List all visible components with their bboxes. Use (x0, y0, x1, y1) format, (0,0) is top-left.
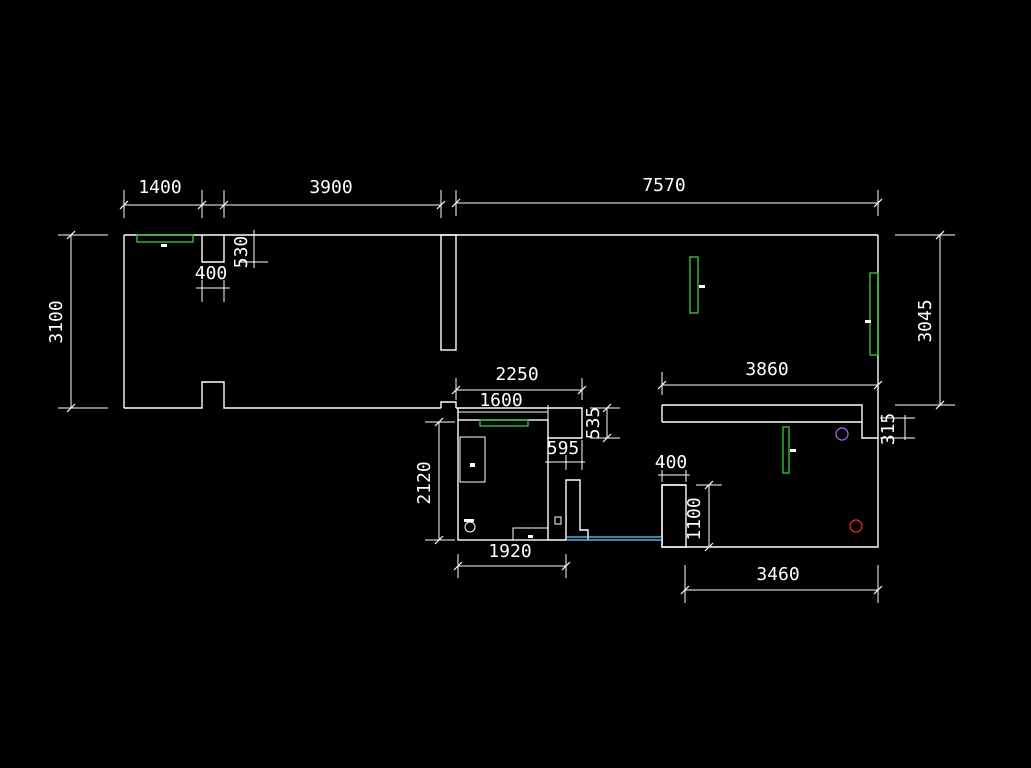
tick (935, 230, 945, 240)
wall-left-bottom (124, 381, 441, 409)
tick (873, 198, 883, 208)
tick (434, 535, 444, 545)
ac-unit-mid (689, 256, 699, 314)
tick (451, 385, 461, 395)
dim-label-1920: 1920 (488, 541, 531, 562)
ac-unit-right (869, 272, 879, 356)
dim-label-2250: 2250 (495, 364, 538, 385)
tag-tub (470, 463, 475, 467)
tick (602, 403, 612, 413)
glazing (566, 536, 662, 541)
dim-label-left-height: 3100 (46, 300, 67, 343)
dim-label-595: 595 (547, 438, 580, 459)
tick (935, 400, 945, 410)
tick (704, 542, 714, 552)
ac-unit-left (136, 234, 194, 243)
bathtub (459, 436, 486, 483)
tick (704, 480, 714, 490)
dim-label-1600: 1600 (479, 390, 522, 411)
tick (680, 585, 690, 595)
dim-label-3460: 3460 (756, 564, 799, 585)
tag-right (865, 320, 871, 323)
tag-left (161, 244, 167, 247)
bath-vent (479, 419, 529, 427)
dim-label-2120: 2120 (414, 461, 435, 504)
outlet-marker-red (849, 519, 863, 533)
sink-counter (512, 527, 549, 541)
dimension-ticks (66, 198, 945, 595)
tick (197, 200, 207, 210)
dim-label-1100: 1100 (684, 497, 705, 540)
floor-drain (554, 516, 562, 525)
tick (66, 403, 76, 413)
tick (873, 380, 883, 390)
tick (66, 230, 76, 240)
dim-label-3860: 3860 (745, 359, 788, 380)
tick (451, 198, 461, 208)
dim-label-top-mid: 3900 (309, 177, 352, 198)
dim-label-535: 535 (583, 407, 604, 440)
tick (453, 561, 463, 571)
closet-block (661, 484, 687, 548)
dim-label-top-right: 7570 (642, 175, 685, 196)
tick (436, 200, 446, 210)
tag-sink (528, 535, 533, 538)
tag-room (790, 449, 796, 452)
partition-column (440, 234, 457, 351)
ac-unit-room (782, 426, 790, 474)
tick (577, 385, 587, 395)
dim-label-315: 315 (878, 413, 899, 446)
wall-corridor-to-bath (456, 407, 583, 439)
dim-label-400-closet: 400 (655, 452, 688, 473)
tick (657, 380, 667, 390)
jamb-small (440, 401, 457, 408)
shaft-top-left (201, 235, 225, 263)
fixtures (136, 234, 879, 541)
tick (119, 200, 129, 210)
tick (561, 561, 571, 571)
tag-toilet (464, 519, 474, 522)
dim-label-400-top: 400 (195, 263, 228, 284)
tick (219, 200, 229, 210)
tick (602, 433, 612, 443)
dim-label-top-left: 1400 (138, 177, 181, 198)
dim-label-530: 530 (231, 236, 252, 269)
tick (873, 585, 883, 595)
dim-label-right-height: 3045 (915, 299, 936, 342)
tick (434, 417, 444, 427)
tag-mid (699, 285, 705, 288)
dimension-labels: 1400 3900 7570 3100 530 400 3045 2250 16… (46, 175, 936, 585)
outlet-marker-magenta (835, 427, 849, 441)
